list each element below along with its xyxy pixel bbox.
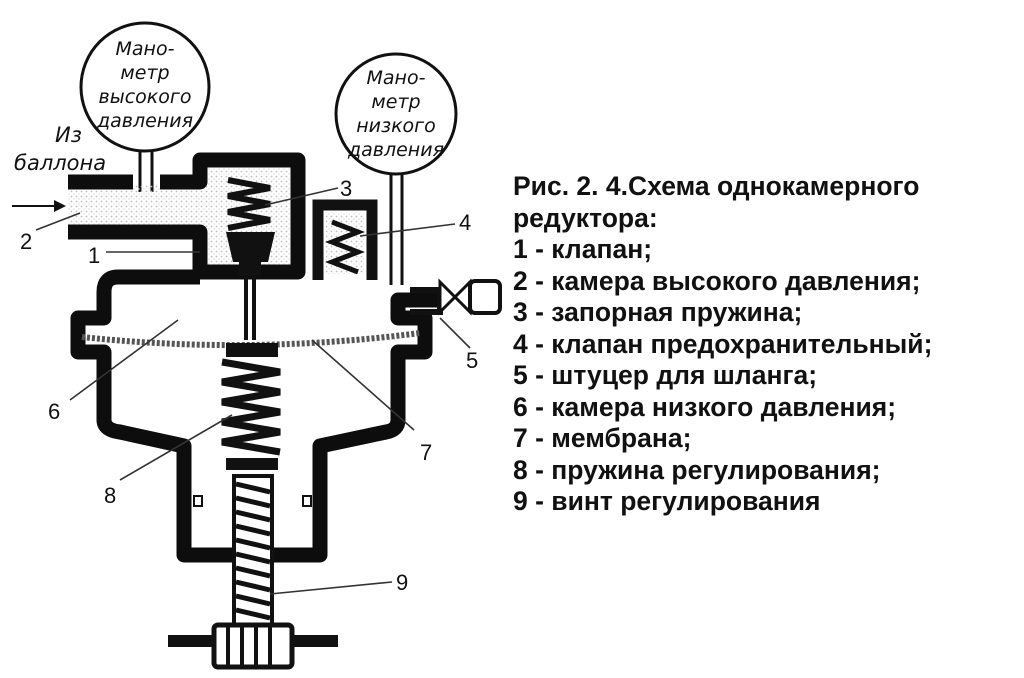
leader-2 — [35, 212, 81, 231]
low-gauge-line-2: метр — [371, 91, 420, 113]
leader-3 — [264, 187, 339, 206]
body-side-mark — [193, 495, 203, 507]
leader-7 — [311, 339, 415, 431]
caption-item: 6 - камера низкого давления; — [513, 391, 897, 422]
high-gauge-line-1: Мано- — [116, 38, 175, 60]
reducer-diagram: Мано- метр высокого давления Мано- метр … — [12, 21, 502, 670]
inlet-label-line-1: Из — [55, 123, 82, 147]
caption-item: 3 - запорная пружина; — [513, 297, 803, 327]
caption-item: 9 - винт регулирования — [513, 486, 821, 516]
leader-9 — [269, 581, 393, 595]
inlet-label-line-2: баллона — [14, 151, 106, 175]
figure-caption: Рис. 2. 4.Схема однокамерного редуктора:… — [513, 171, 1018, 518]
body-side-mark — [302, 495, 312, 507]
hose-fitting — [438, 278, 502, 316]
regulating-screw — [168, 474, 338, 670]
high-gauge-line-3: высокого — [99, 86, 192, 108]
safety-valve — [312, 199, 378, 280]
membrane-plate — [226, 343, 278, 357]
low-gauge-line-1: Мано- — [367, 67, 426, 89]
label-8: 8 — [104, 483, 116, 508]
leader-6 — [69, 319, 179, 401]
label-7: 7 — [420, 440, 432, 465]
caption-item: 5 - штуцер для шланга; — [513, 360, 818, 390]
leader-5 — [439, 317, 471, 349]
inlet-arrow — [12, 200, 66, 212]
label-2: 2 — [20, 229, 32, 254]
caption-item: 2 - камера высокого давления; — [513, 265, 921, 296]
caption-item: 8 - пружина регулирования; — [513, 454, 881, 485]
label-9: 9 — [396, 570, 408, 595]
label-4: 4 — [459, 210, 471, 235]
low-pressure-gauge: Мано- метр низкого давления — [334, 52, 458, 176]
high-gauge-line-4: давления — [96, 110, 193, 132]
caption-item: 7 - мембрана; — [513, 423, 692, 453]
low-gauge-line-3: низкого — [356, 115, 436, 137]
low-gauge-line-4: давления — [347, 139, 444, 161]
leader-8 — [119, 414, 233, 481]
label-1: 1 — [88, 243, 100, 268]
regulating-spring — [221, 358, 281, 470]
valve — [226, 232, 275, 340]
label-3: 3 — [340, 176, 352, 201]
leader-4 — [359, 223, 456, 237]
caption-item: 4 - клапан предохранительный; — [513, 328, 933, 359]
label-6: 6 — [48, 399, 60, 424]
high-pressure-gauge: Мано- метр высокого давления — [79, 21, 211, 153]
caption-title-line-2: редуктора: — [513, 202, 658, 233]
label-5: 5 — [466, 348, 478, 373]
caption-title-line-1: Рис. 2. 4.Схема однокамерного — [513, 171, 920, 201]
low-gauge-stem — [389, 174, 404, 285]
high-gauge-line-2: метр — [120, 62, 169, 84]
caption-item: 1 - клапан; — [513, 234, 653, 264]
